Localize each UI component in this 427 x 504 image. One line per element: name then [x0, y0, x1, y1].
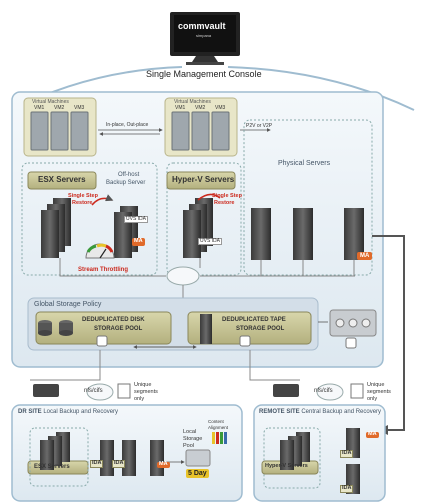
dr-nfs-label: nfs/cifs: [84, 388, 103, 394]
dr-ida1-badge: IDA: [90, 460, 104, 468]
dedup-tape-line1: DEDUPLICATED TAPE: [222, 317, 286, 323]
uvs-ida-1-badge: UVS IDA: [124, 216, 149, 223]
dr-five-day-badge: 5 Day: [186, 469, 209, 478]
vm-right-1: VM1: [175, 105, 186, 111]
remote-cloud-icon: [316, 383, 344, 401]
vm-stack-left: [30, 111, 89, 151]
remote-site-title-bold: REMOTE SITE: [259, 409, 300, 415]
remote-ma-badge: MA: [366, 431, 379, 438]
console-monitor-icon: [170, 12, 240, 65]
dr-site-title-rest: Local Backup and Recovery: [43, 409, 119, 415]
dedup-disk-line1: DEDUPLICATED DISK: [82, 317, 145, 323]
dr-switch-icon: [33, 384, 59, 397]
dr-local-line3: Pool: [183, 443, 195, 449]
disk-icons: [38, 320, 73, 336]
offhost-line2: Backup Server: [106, 180, 146, 186]
dr-unique-line1: Unique: [134, 382, 152, 388]
physical-servers: [251, 208, 364, 260]
remote-unique-line1: Unique: [367, 382, 385, 388]
vm-left-1: VM1: [34, 105, 45, 111]
hyperv-servers-bar: [166, 171, 236, 190]
dr-esx-label: ESX Servers: [34, 464, 70, 470]
dr-storage-pool-icon: [185, 449, 211, 467]
dr-local-line1: Local: [183, 429, 197, 435]
console-logo: commvault: [178, 21, 226, 31]
esx-servers-bar: [27, 171, 97, 190]
dr-ida2-badge: IDA: [112, 460, 126, 468]
single-step-2-line1: Single Step: [212, 193, 242, 199]
offhost-line1: Off-host: [118, 172, 140, 178]
console-logo-sub: simpana: [196, 33, 212, 38]
remote-nfs-label: nfs/cifs: [314, 388, 333, 394]
ma-right-badge: MA: [357, 252, 373, 260]
p2v-label: P2V or V2P: [246, 123, 273, 129]
dr-content-line2: Alignment: [208, 425, 229, 430]
network-cloud-icon: [166, 266, 200, 286]
offhost-server: [114, 206, 138, 258]
vm-left-2: VM2: [54, 105, 65, 111]
esx-server-stack: [41, 198, 71, 258]
remote-hyperv-stack: [280, 432, 310, 470]
vm-stack-right: [171, 111, 230, 151]
remote-unique-line3: only: [367, 396, 378, 402]
dr-local-line2: Storage: [183, 436, 203, 442]
vm-right-title: Virtual Machines: [174, 99, 211, 105]
remote-switch-icon: [273, 384, 299, 397]
single-step-1-line2: Restore: [72, 200, 93, 206]
tape-library-icon: [200, 314, 212, 344]
single-step-1-line1: Single Step: [68, 193, 98, 199]
remote-site-title: REMOTE SITE Central Backup and Recovery: [259, 409, 381, 415]
remote-ida-badge: IDA: [340, 450, 354, 458]
dedup-disk-line2: STORAGE POOL: [94, 326, 143, 332]
dedup-tape-line2: STORAGE POOL: [236, 326, 285, 332]
hyperv-server-stack: [183, 198, 213, 258]
stream-throttling-gauge-icon: [85, 243, 115, 259]
vm-right-2: VM2: [195, 105, 206, 111]
physical-servers-label: Physical Servers: [278, 160, 331, 167]
vm-right-3: VM3: [215, 105, 226, 111]
vm-left-title: Virtual Machines: [32, 99, 69, 105]
hyperv-servers-label: Hyper-V Servers: [172, 175, 235, 184]
single-step-2-line2: Restore: [214, 200, 235, 206]
remote-hyperv-label: Hyper-V Servers: [265, 463, 308, 469]
dr-site-title: DR SITE Local Backup and Recovery: [18, 409, 118, 415]
stream-throttling-label: Stream Throttling: [78, 267, 129, 273]
console-caption: Single Management Console: [146, 69, 262, 79]
ma-badge: MA: [132, 238, 145, 246]
dr-content-line1: Content: [208, 419, 224, 424]
esx-servers-label: ESX Servers: [38, 175, 86, 184]
dr-cloud-icon: [86, 383, 114, 401]
inplace-label: In-place, Out-place: [106, 122, 149, 128]
dr-ma-badge: MA: [157, 461, 170, 468]
remote-document-icon: [350, 383, 364, 399]
remote-unique-line2: segments: [367, 389, 391, 395]
remote-ida2-badge: IDA: [340, 485, 354, 493]
dr-site-title-bold: DR SITE: [18, 409, 42, 415]
global-storage-policy-label: Global Storage Policy: [34, 301, 102, 308]
uvs-ida-2-badge: UVS IDA: [198, 238, 223, 245]
dr-unique-line2: segments: [134, 389, 158, 395]
dr-esx-stack: [40, 432, 70, 470]
dr-unique-line3: only: [134, 396, 145, 402]
remote-site-title-rest: Central Backup and Recovery: [301, 409, 382, 415]
vm-left-3: VM3: [74, 105, 85, 111]
dr-content-bars: [212, 432, 227, 444]
dr-servers: [100, 440, 164, 476]
dr-document-icon: [117, 383, 131, 399]
